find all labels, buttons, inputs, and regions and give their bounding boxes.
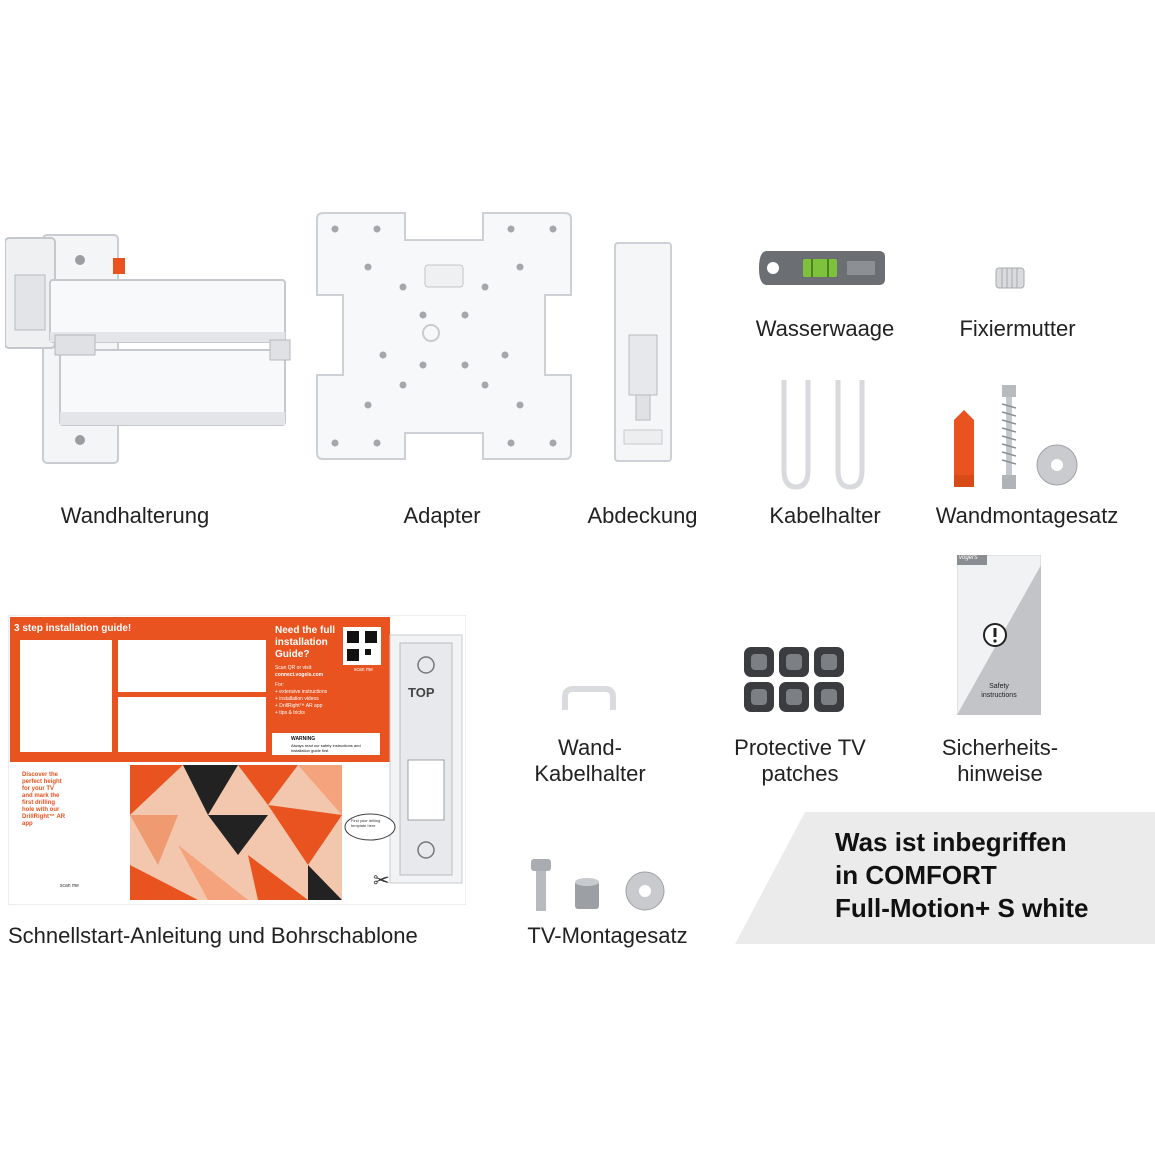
cover-image (612, 240, 674, 465)
tv-mount-kit-image (527, 855, 667, 915)
guide-need-line2: installation (275, 637, 328, 648)
lock-nut-image (993, 263, 1027, 293)
wall-cable-holder-image (560, 685, 618, 715)
safety-doc-label-2: instructions (981, 692, 1017, 699)
guide-heading: 3 step installation guide! (14, 623, 132, 634)
adapter-label: Adapter (403, 503, 481, 528)
wall-mount-label: Wandhalterung (60, 503, 210, 528)
guide-discover-2: perfect height (22, 779, 62, 785)
guide-need-line3: Guide? (275, 649, 310, 660)
wall-mount-kit-label: Wandmontagesatz (935, 503, 1119, 528)
panel-title-line2: in COMFORT (835, 860, 997, 890)
guide-discover-7: DrillRight™ AR (22, 814, 66, 820)
tv-mount-kit-label: TV-Montagesatz (527, 923, 688, 948)
guide-discover-1: Discover the (22, 772, 59, 778)
cable-holder-label: Kabelhalter (769, 503, 881, 528)
quickstart-guide-image: ✂ 3 step installation guide! Need the fu… (8, 615, 466, 905)
spirit-level-image (757, 245, 887, 291)
guide-discover-3: for your TV (22, 786, 55, 792)
panel-title-line3: Full-Motion+ S white (835, 893, 1089, 923)
lock-nut-label: Fixiermutter (959, 316, 1076, 341)
guide-scan-text: Scan QR or visit: (275, 665, 313, 671)
safety-label-2: hinweise (957, 761, 1043, 786)
template-find-note: Find your drilling template here (351, 818, 381, 828)
included-panel (735, 812, 1155, 944)
adapter-image (313, 205, 575, 467)
tv-patches-image (742, 645, 846, 715)
guide-discover-6: hole with our (22, 807, 60, 813)
guide-need-line1: Need the full (275, 625, 336, 636)
guide-bullet-1: + extensive instructions (275, 689, 328, 695)
guide-warning-text: Always read our safety instructions and … (291, 743, 361, 753)
safety-instructions-image: vogel's Safety instructions (957, 555, 1041, 715)
panel-title-line1: Was ist inbegriffen (835, 827, 1067, 857)
included-panel-title: Was ist inbegriffen in COMFORT Full-Moti… (835, 826, 1088, 925)
cover-label: Abdeckung (587, 503, 698, 528)
safety-doc-label-1: Safety (989, 683, 1009, 690)
svg-text:✂: ✂ (373, 868, 390, 892)
guide-for-text: For: (275, 682, 284, 688)
spirit-level-label: Wasserwaage (755, 316, 895, 341)
safety-label-1: Sicherheits- (941, 735, 1059, 760)
wall-cable-holder-label-1: Wand- (558, 735, 622, 760)
wall-cable-holder-label-2: Kabelhalter (534, 761, 646, 786)
quickstart-label: Schnellstart-Anleitung und Bohrschablone (8, 923, 418, 948)
safety-doc-brand: vogel's (959, 555, 978, 561)
guide-discover-4: and mark the (22, 793, 60, 799)
guide-scan-me: scan me (354, 667, 373, 673)
guide-discover-5: first drilling (22, 800, 55, 806)
guide-warning-title: WARNING (291, 736, 316, 742)
guide-bullet-3: + DrillRight™ AR app (275, 703, 323, 709)
tv-patches-label-1: Protective TV (734, 735, 866, 760)
wall-mount-kit-image (944, 380, 1084, 495)
template-top-label: TOP (408, 685, 435, 700)
wall-mount-image (5, 230, 295, 470)
guide-bullet-2: + installation videos (275, 696, 319, 702)
guide-discover-8: app (22, 821, 33, 827)
guide-bullet-4: + tips & tricks (275, 710, 305, 716)
tv-patches-label-2: patches (761, 761, 839, 786)
guide-url: connect.vogels.com (275, 672, 324, 678)
guide-scan-me-2: scan me (60, 883, 79, 889)
cable-holder-image (778, 375, 874, 495)
